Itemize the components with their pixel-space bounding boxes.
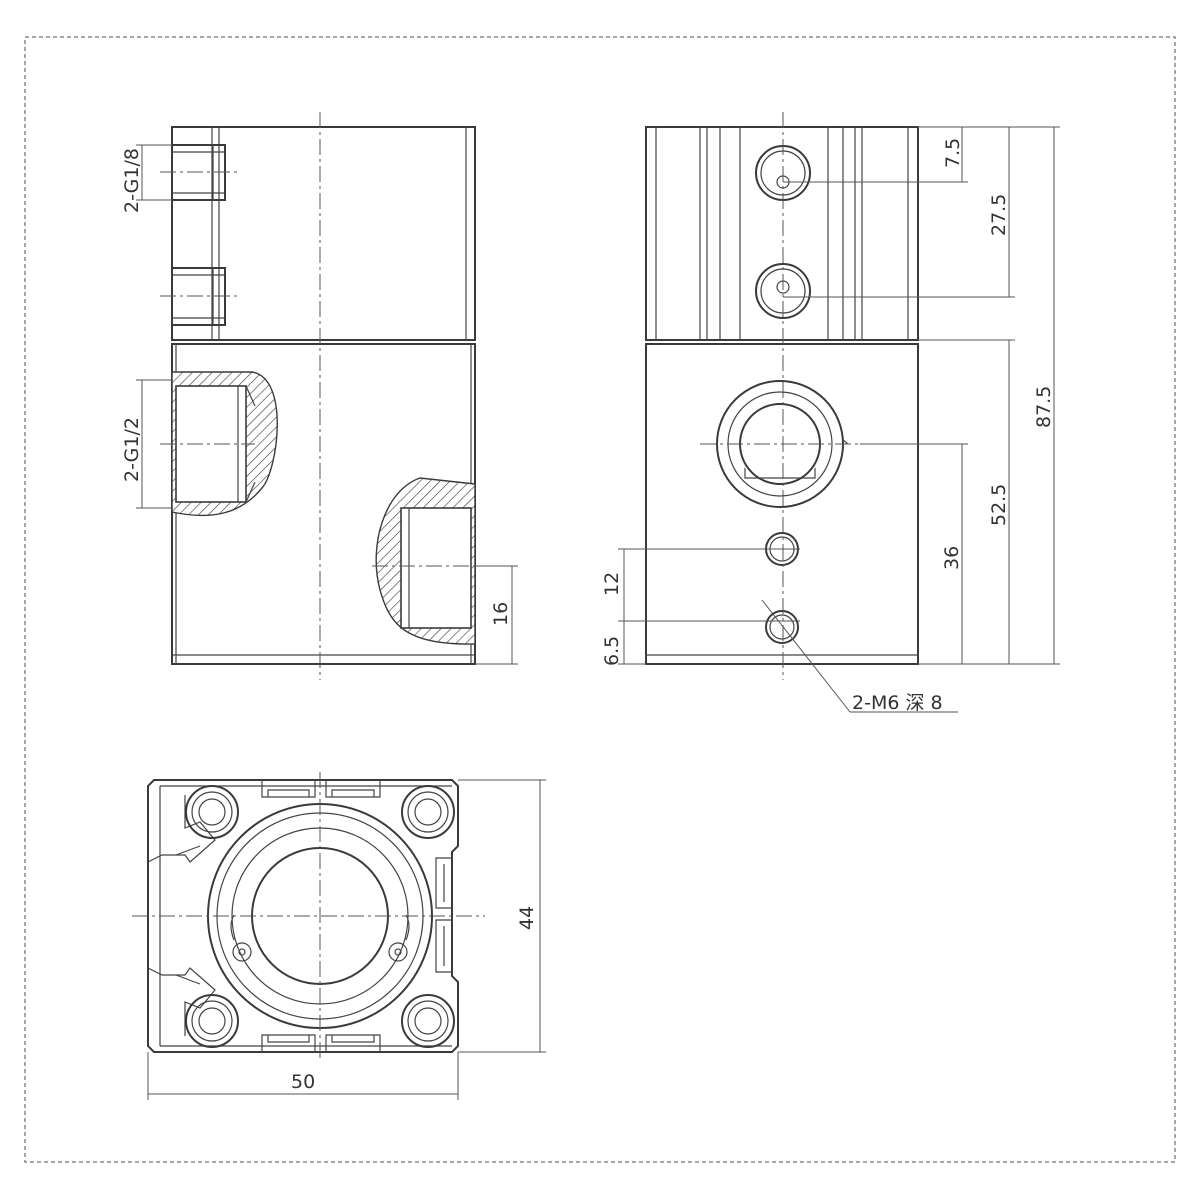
- front-upper-body: [171, 126, 476, 341]
- bottom-body-outline: [147, 779, 459, 1053]
- corner-hole-top-right: [401, 785, 455, 839]
- side-view: 7.5 27.5 87.5 52.5 36 12 6.5 2-M6 深 8: [601, 112, 1060, 714]
- label-dim-50: 50: [291, 1071, 315, 1093]
- corner-hole-bottom-left: [185, 994, 239, 1048]
- label-dim-44: 44: [516, 906, 538, 930]
- corner-hole-bottom-right: [401, 994, 455, 1048]
- label-dim-7-5: 7.5: [942, 138, 964, 168]
- label-dim-27-5: 27.5: [988, 194, 1010, 236]
- label-dim-87-5: 87.5: [1033, 386, 1055, 428]
- m6-hole-lower: [765, 610, 799, 644]
- label-dim-52-5: 52.5: [988, 484, 1010, 526]
- label-2-g18: 2-G1/8: [121, 148, 143, 213]
- bottom-view: 44 50: [132, 772, 546, 1100]
- page-border: [24, 36, 1176, 1163]
- label-thread-note: 2-M6 深 8: [852, 692, 943, 714]
- side-lower-body: [645, 343, 919, 665]
- side-upper-body: [645, 126, 919, 341]
- label-dim-12: 12: [601, 572, 623, 596]
- label-2-g12: 2-G1/2: [121, 417, 143, 482]
- label-dim-16: 16: [490, 602, 512, 626]
- g12-port-section-right: [375, 477, 476, 645]
- label-dim-36: 36: [941, 546, 963, 570]
- label-dim-6-5: 6.5: [601, 636, 623, 666]
- front-view: 2-G1/8 2-G1/2 16: [121, 112, 518, 680]
- corner-hole-top-left: [185, 785, 239, 839]
